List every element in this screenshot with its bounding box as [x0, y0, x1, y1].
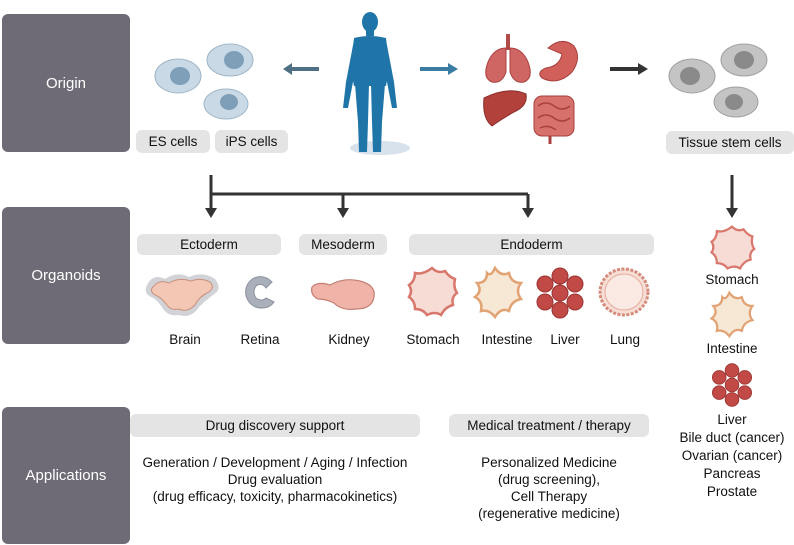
stomach-organoid-icon	[710, 225, 756, 271]
retina-label: Retina	[240, 332, 280, 347]
mesoderm-pill: Mesoderm	[299, 234, 387, 255]
tissue-list-item: Bile duct (cancer)	[679, 430, 785, 445]
liver-label: Liver	[550, 332, 580, 347]
tissue-stem-cells-icon	[668, 43, 768, 118]
tissue-intestine-label: Intestine	[706, 341, 758, 356]
tissue-stem-cells-pill: Tissue stem cells	[666, 131, 794, 154]
kidney-organoid-icon	[311, 279, 375, 310]
es-cells-pill: ES cells	[136, 130, 210, 153]
human-body-icon	[343, 12, 410, 155]
medical-treatment-line: Personalized Medicine	[481, 455, 617, 470]
lung-label: Lung	[609, 332, 641, 347]
drug-discovery-details: Generation / Development / Aging / Infec…	[120, 454, 430, 505]
tissue-list-item: Liver	[717, 412, 747, 427]
liver-organoid-icon	[536, 267, 584, 319]
lung-organoid-icon	[598, 267, 650, 317]
drug-discovery-line: (drug efficacy, toxicity, pharmacokineti…	[152, 489, 398, 504]
origin-label: Origin	[45, 74, 86, 92]
organoids-label: Organoids	[31, 267, 101, 284]
liver-organoid-icon	[711, 363, 753, 407]
medical-treatment-pill: Medical treatment / therapy	[449, 414, 649, 437]
intestine-organoid-icon	[472, 265, 524, 320]
brain-organoid-icon	[145, 274, 219, 316]
ectoderm-pill: Ectoderm	[137, 234, 281, 255]
ips-cells-pill: iPS cells	[215, 130, 288, 153]
tissue-stomach-label: Stomach	[705, 272, 759, 287]
tissue-list-item: Prostate	[706, 484, 758, 499]
medical-treatment-details: Personalized Medicine (drug screening), …	[447, 454, 651, 522]
drug-discovery-line: Drug evaluation	[227, 472, 323, 487]
arrow-right-icon	[420, 63, 458, 75]
intestine-organoid-icon	[709, 290, 755, 339]
tissue-list-item: Ovarian (cancer)	[681, 448, 783, 463]
medical-treatment-line: (drug screening),	[497, 472, 601, 487]
row-label-origin: Origin	[2, 14, 130, 152]
applications-label: Applications	[25, 467, 107, 484]
row-label-applications: Applications	[2, 407, 130, 544]
row-label-organoids: Organoids	[2, 207, 130, 344]
stomach-label: Stomach	[406, 332, 460, 347]
intestine-label: Intestine	[481, 332, 533, 347]
stem-cells-icon	[154, 43, 254, 120]
brain-label: Brain	[169, 332, 201, 347]
drug-discovery-pill: Drug discovery support	[130, 414, 420, 437]
organs-icon	[483, 34, 578, 144]
medical-treatment-line: Cell Therapy	[510, 489, 588, 504]
drug-discovery-line: Generation / Development / Aging / Infec…	[142, 455, 408, 470]
tissue-organoid-list: Liver Bile duct (cancer) Ovarian (cancer…	[662, 411, 794, 501]
endoderm-pill: Endoderm	[409, 234, 654, 255]
arrow-right-icon	[610, 63, 648, 75]
retina-organoid-icon	[245, 276, 275, 309]
lineage-connector	[205, 175, 738, 218]
arrow-left-icon	[283, 63, 319, 75]
kidney-label: Kidney	[328, 332, 370, 347]
medical-treatment-line: (regenerative medicine)	[478, 506, 620, 521]
stomach-organoid-icon	[407, 266, 459, 317]
tissue-list-item: Pancreas	[703, 466, 761, 481]
